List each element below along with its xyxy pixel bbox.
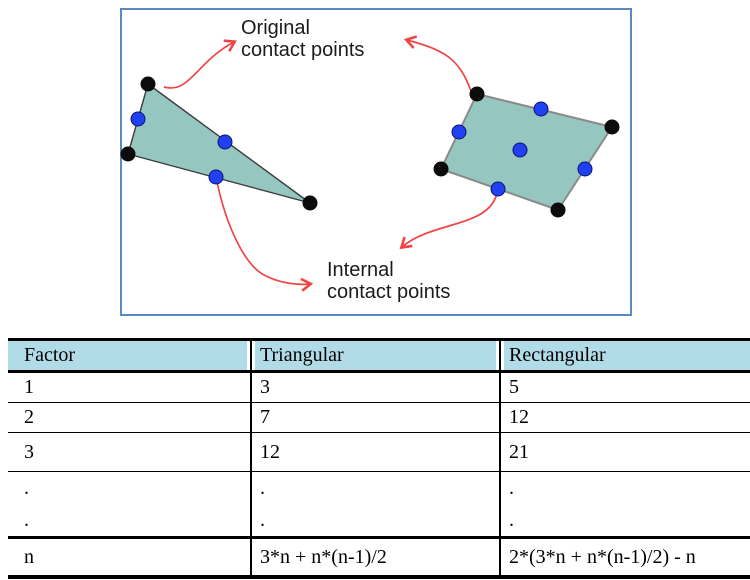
table-row-ellipsis: . . . (8, 471, 750, 504)
cell-factor: 1 (8, 371, 251, 403)
cell-factor: . (8, 471, 251, 504)
cell-rectangular: 12 (499, 402, 750, 433)
table-header-row: Factor Triangular Rectangular (8, 338, 750, 373)
cell-triangular: 12 (250, 432, 500, 472)
cell-rectangular: . (499, 471, 750, 504)
column-header-factor: Factor (8, 338, 251, 373)
table-row: 2 7 12 (8, 402, 750, 433)
cell-factor: . (24, 508, 29, 531)
cell-rectangular: . (499, 504, 750, 538)
contact-points-table: Factor Triangular Rectangular 1 3 5 2 7 … (8, 338, 750, 579)
cell-triangular-formula: 3*n + n*(n-1)/2 (250, 536, 500, 579)
table-row-formula: n 3*n + n*(n-1)/2 2*(3*n + n*(n-1)/2) - … (8, 536, 750, 579)
column-header-rectangular: Rectangular (499, 338, 750, 373)
cell-factor: 3 (8, 432, 251, 472)
original-label-line2: contact points (241, 39, 365, 61)
original-contact-points-label: Original contact points (241, 17, 364, 61)
internal-contact-points-label: Internal contact points (327, 259, 450, 303)
cell-factor: n (8, 536, 251, 579)
table-row-ellipsis: . . . (8, 504, 750, 538)
cell-rectangular: 21 (499, 432, 750, 472)
cell-rectangular: 5 (499, 371, 750, 403)
internal-label-line1: Internal (327, 259, 394, 281)
column-header-triangular: Triangular (250, 338, 500, 373)
cell-triangular: 3 (250, 371, 500, 403)
cell-rectangular-formula: 2*(3*n + n*(n-1)/2) - n (499, 536, 750, 579)
table-row: 3 12 21 (8, 432, 750, 472)
cell-factor: 2 (8, 402, 251, 433)
original-label-line1: Original (241, 17, 310, 39)
cell-triangular: . (250, 504, 500, 538)
cell-triangular: . (250, 471, 500, 504)
internal-label-line2: contact points (327, 281, 451, 303)
table-row: 1 3 5 (8, 371, 750, 403)
cell-triangular: 7 (250, 402, 500, 433)
